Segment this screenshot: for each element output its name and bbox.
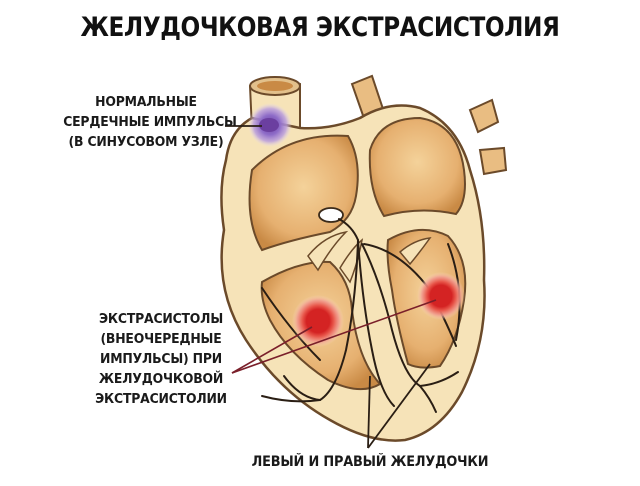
extrasystole-leader-lines <box>231 299 437 374</box>
label-line: ИМПУЛЬСЫ) ПРИ <box>99 351 222 367</box>
ectopic-focus-left <box>307 310 329 332</box>
label-extrasystoles: ЭКСТРАСИСТОЛЫ (ВНЕОЧЕРЕДНЫЕ ИМПУЛЬСЫ) ПР… <box>74 309 249 409</box>
sinus-node <box>259 118 279 132</box>
label-normal-impulses: НОРМАЛЬНЫЕ СЕРДЕЧНЫЕ ИМПУЛЬСЫ (В СИНУСОВ… <box>63 92 237 152</box>
label-line: НОРМАЛЬНЫЕ <box>95 94 197 110</box>
label-line: (В СИНУСОВОМ УЗЛЕ) <box>68 134 224 150</box>
ventricles-leader-lines <box>367 363 431 449</box>
label-ventricles: ЛЕВЫЙ И ПРАВЫЙ ЖЕЛУДОЧКИ <box>251 454 489 470</box>
label-line: ЭКСТРАСИСТОЛЫ <box>98 311 224 327</box>
upper-right-chamber <box>368 116 466 218</box>
label-line: СЕРДЕЧНЫЕ ИМПУЛЬСЫ <box>63 114 237 130</box>
diagram-title: ЖЕЛУДОЧКОВАЯ ЭКСТРАСИСТОЛИЯ <box>80 12 560 43</box>
av-node <box>318 207 344 223</box>
label-line: ЖЕЛУДОЧКОВОЙ <box>98 371 224 387</box>
label-line: ЭКСТРАСИСТОЛИИ <box>95 391 227 407</box>
label-line: (ВНЕОЧЕРЕДНЫЕ <box>100 331 222 347</box>
ectopic-focus-right <box>430 285 452 307</box>
